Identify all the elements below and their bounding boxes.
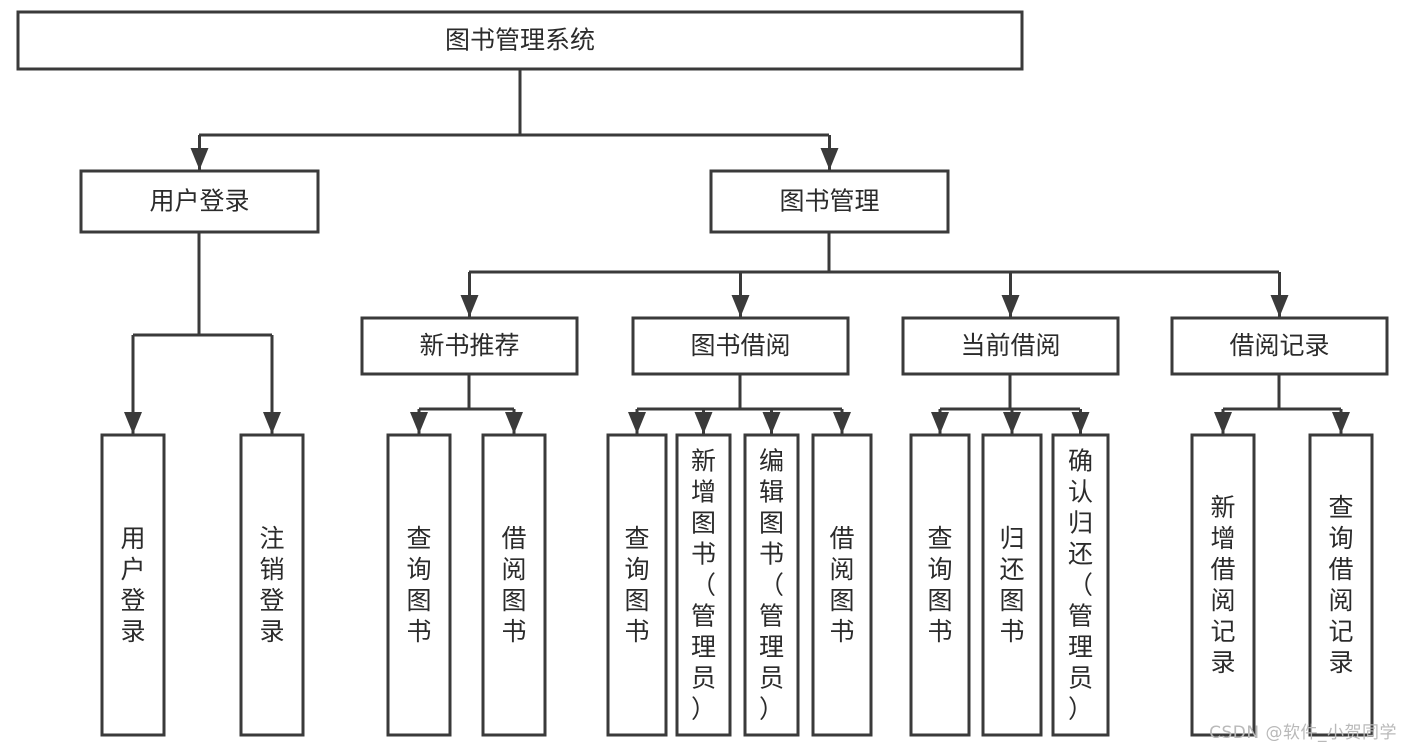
node-label-leaf-borrow-book-2: 借阅图书 xyxy=(829,524,854,646)
node-label-current-borrow: 当前借阅 xyxy=(960,331,1060,360)
node-box-user-login[interactable] xyxy=(79,169,320,234)
node-box-leaf-query-book-2[interactable] xyxy=(606,433,668,737)
node-current-borrow[interactable]: 当前借阅 xyxy=(901,316,1120,376)
node-leaf-confirm-return[interactable]: 确认归还（管理员） xyxy=(1051,433,1110,737)
node-book-manage[interactable]: 图书管理 xyxy=(709,169,950,234)
node-label-leaf-add-book: 新增图书（管理员） xyxy=(691,447,716,724)
connector-arrow-icon xyxy=(124,412,142,434)
node-box-new-book-rec[interactable] xyxy=(360,316,579,376)
connector-arrow-icon xyxy=(1270,295,1289,317)
connector-arrow-icon xyxy=(762,412,781,434)
node-box-leaf-borrow-book-2[interactable] xyxy=(811,433,873,737)
node-box-leaf-add-record[interactable] xyxy=(1190,433,1256,737)
node-leaf-return-book[interactable]: 归还图书 xyxy=(981,433,1043,737)
node-box-leaf-borrow-book-1[interactable] xyxy=(481,433,547,737)
node-box-book-manage[interactable] xyxy=(709,169,950,234)
node-leaf-user-login[interactable]: 用户登录 xyxy=(100,433,166,737)
node-label-leaf-return-book: 归还图书 xyxy=(999,524,1024,646)
node-label-book-borrow: 图书借阅 xyxy=(690,331,790,360)
node-borrow-record[interactable]: 借阅记录 xyxy=(1170,316,1389,376)
node-leaf-query-book-2[interactable]: 查询图书 xyxy=(606,433,668,737)
node-user-login[interactable]: 用户登录 xyxy=(79,169,320,234)
connector-arrow-icon xyxy=(1071,412,1090,434)
node-label-root: 图书管理系统 xyxy=(445,26,595,55)
node-new-book-rec[interactable]: 新书推荐 xyxy=(360,316,579,376)
node-leaf-query-record[interactable]: 查询借阅记录 xyxy=(1308,433,1374,737)
node-leaf-query-book-1[interactable]: 查询图书 xyxy=(386,433,452,737)
node-label-leaf-query-book-1: 查询图书 xyxy=(406,524,431,646)
node-root[interactable]: 图书管理系统 xyxy=(16,10,1024,71)
node-label-new-book-rec: 新书推荐 xyxy=(419,331,519,360)
node-leaf-user-logout[interactable]: 注销登录 xyxy=(239,433,305,737)
node-label-leaf-query-book-3: 查询图书 xyxy=(927,524,952,646)
connector-arrow-icon xyxy=(410,412,428,434)
connector-arrow-icon xyxy=(190,148,209,170)
node-label-borrow-record: 借阅记录 xyxy=(1229,331,1329,360)
node-box-leaf-return-book[interactable] xyxy=(981,433,1043,737)
node-box-leaf-query-book-1[interactable] xyxy=(386,433,452,737)
node-box-borrow-record[interactable] xyxy=(1170,316,1389,376)
node-label-book-manage: 图书管理 xyxy=(779,187,879,216)
node-box-leaf-user-login[interactable] xyxy=(100,433,166,737)
connector-arrow-icon xyxy=(263,412,281,434)
csdn-watermark: CSDN @软件_小贺同学 xyxy=(1209,723,1397,743)
connector-arrow-icon xyxy=(833,412,851,434)
node-leaf-query-book-3[interactable]: 查询图书 xyxy=(909,433,971,737)
node-box-leaf-user-logout[interactable] xyxy=(239,433,305,737)
node-box-leaf-query-record[interactable] xyxy=(1308,433,1374,737)
connector-arrow-icon xyxy=(628,412,646,434)
node-box-book-borrow[interactable] xyxy=(631,316,850,376)
node-label-leaf-add-record: 新增借阅记录 xyxy=(1210,493,1235,677)
level-2-nodes: 用户登录 图书管理 xyxy=(79,169,950,234)
node-label-leaf-query-record: 查询借阅记录 xyxy=(1328,493,1353,677)
connector-arrow-icon xyxy=(1332,412,1350,434)
node-label-leaf-user-login: 用户登录 xyxy=(120,524,145,646)
connector-arrow-icon xyxy=(694,412,713,434)
node-leaf-add-record[interactable]: 新增借阅记录 xyxy=(1190,433,1256,737)
node-leaf-add-book[interactable]: 新增图书（管理员） xyxy=(675,433,732,737)
node-box-leaf-add-book[interactable] xyxy=(675,433,732,737)
leaf-nodes: 用户登录 注销登录 查询图书 借阅图书 查询图书 新增图书（管理员） 编辑图书（管理员） 借阅… xyxy=(100,433,1374,737)
node-box-leaf-edit-book[interactable] xyxy=(743,433,800,737)
node-label-leaf-user-logout: 注销登录 xyxy=(259,524,284,646)
node-leaf-borrow-book-2[interactable]: 借阅图书 xyxy=(811,433,873,737)
connector-arrow-icon xyxy=(460,295,479,317)
connector-arrow-icon xyxy=(820,148,839,170)
node-leaf-borrow-book-1[interactable]: 借阅图书 xyxy=(481,433,547,737)
connector-arrow-icon xyxy=(931,412,949,434)
level-3-nodes: 新书推荐 图书借阅 当前借阅 借阅记录 xyxy=(360,316,1389,376)
connector-arrow-icon xyxy=(505,412,523,434)
node-label-user-login: 用户登录 xyxy=(149,187,249,216)
node-box-leaf-confirm-return[interactable] xyxy=(1051,433,1110,737)
connector-arrow-icon xyxy=(1214,412,1232,434)
connector-arrow-icon xyxy=(1001,295,1020,317)
node-box-root[interactable] xyxy=(16,10,1024,71)
node-leaf-edit-book[interactable]: 编辑图书（管理员） xyxy=(743,433,800,737)
node-book-borrow[interactable]: 图书借阅 xyxy=(631,316,850,376)
node-label-leaf-borrow-book-1: 借阅图书 xyxy=(501,524,526,646)
connector-arrow-icon xyxy=(731,295,750,317)
connector-arrow-icon xyxy=(1003,412,1021,434)
node-box-current-borrow[interactable] xyxy=(901,316,1120,376)
node-label-leaf-edit-book: 编辑图书（管理员） xyxy=(759,447,784,724)
node-label-leaf-query-book-2: 查询图书 xyxy=(624,524,649,646)
node-box-leaf-query-book-3[interactable] xyxy=(909,433,971,737)
node-label-leaf-confirm-return: 确认归还（管理员） xyxy=(1068,447,1093,724)
level-1-nodes: 图书管理系统 xyxy=(16,10,1024,71)
